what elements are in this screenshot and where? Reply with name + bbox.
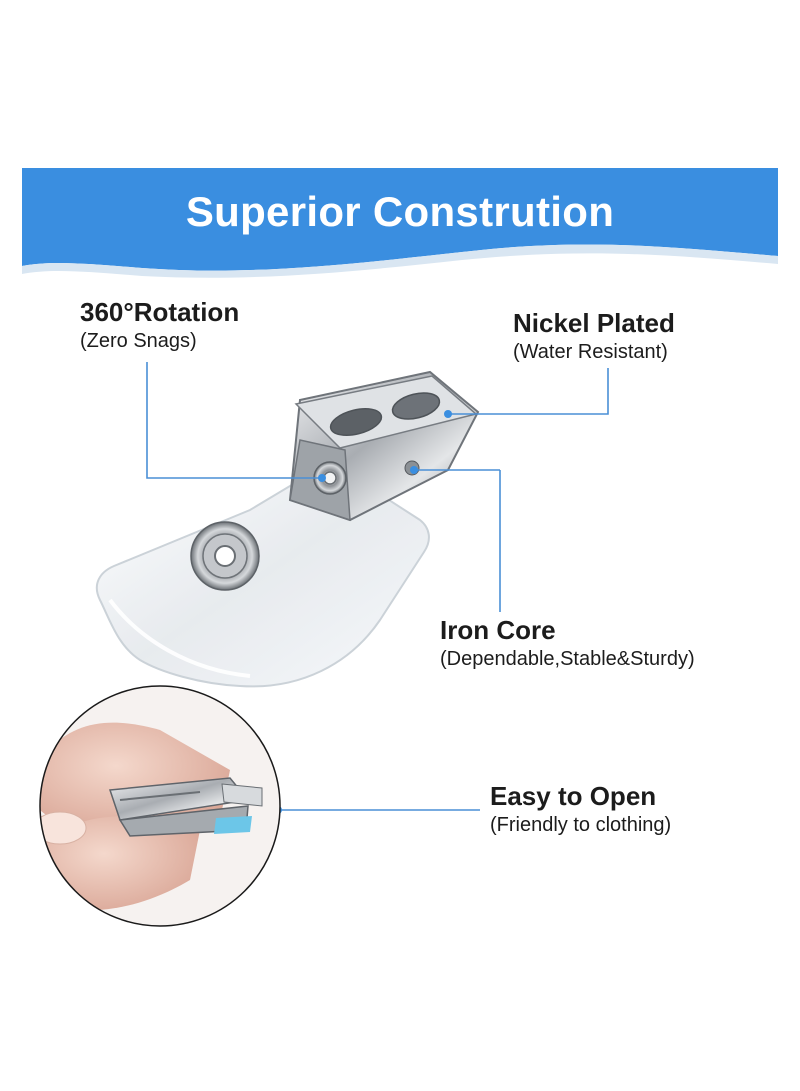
callout-iron-title: Iron Core: [440, 615, 556, 645]
callout-open-subtitle: (Friendly to clothing): [490, 814, 672, 836]
callout-rotation: 360°Rotation (Zero Snags): [80, 296, 239, 354]
finger-pinch-clip-image: [39, 685, 281, 927]
badge-clip-image: [95, 370, 480, 688]
callout-iron: Iron Core (Dependable,Stable&Sturdy): [440, 614, 695, 672]
callout-nickel: Nickel Plated (Water Resistant): [513, 307, 675, 365]
leader-rotation: [146, 362, 322, 479]
callout-open-title: Easy to Open: [490, 781, 657, 811]
callout-nickel-subtitle: (Water Resistant): [513, 341, 668, 363]
banner-title: Superior Constrution: [185, 188, 615, 235]
callout-nickel-title: Nickel Plated: [513, 308, 675, 338]
callout-iron-subtitle: (Dependable,Stable&Sturdy): [440, 648, 695, 670]
callout-rotation-title: 360°Rotation: [80, 297, 240, 327]
banner-wave-shape: [22, 168, 778, 278]
leader-lines: [146, 362, 609, 811]
callout-rotation-subtitle: (Zero Snags): [80, 330, 197, 352]
leader-nickel: [448, 368, 609, 415]
callout-open: Easy to Open (Friendly to clothing): [490, 780, 671, 838]
header-banner: Superior Constrution: [22, 168, 778, 280]
